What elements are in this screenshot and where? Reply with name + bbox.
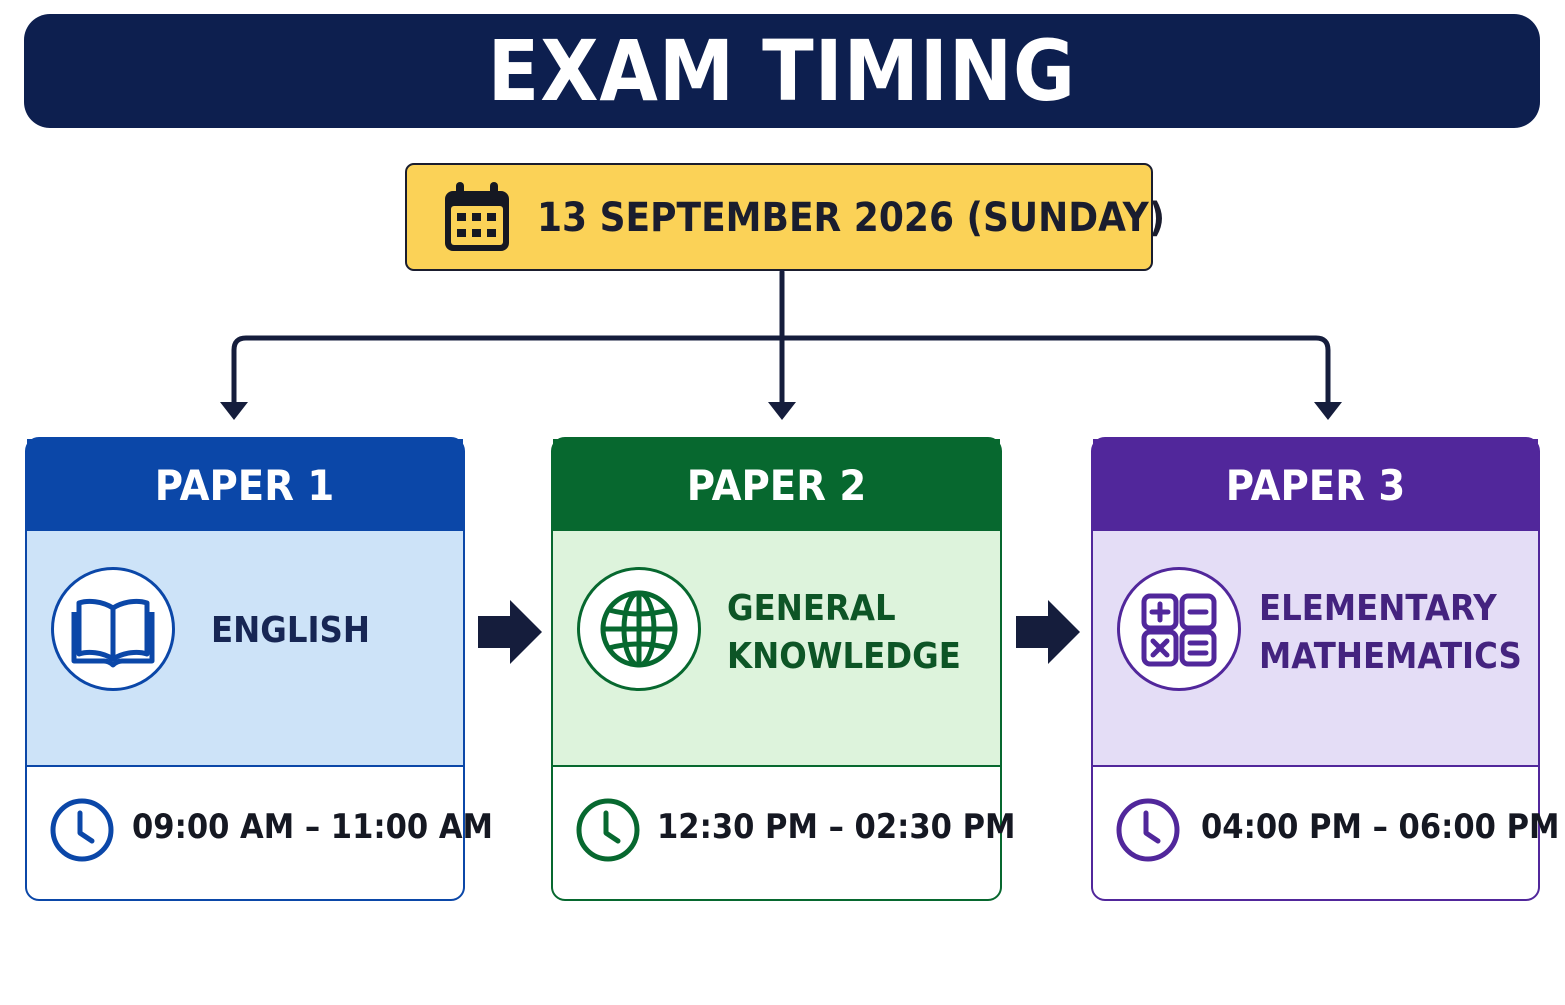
page-title: EXAM TIMING <box>487 22 1077 120</box>
exam-date-text: 13 SEPTEMBER 2026 (SUNDAY) <box>537 195 1166 241</box>
clock-icon <box>1116 798 1180 862</box>
paper-2-card: PAPER 2 GENERAL KNOWLEDGE 12:30 PM – 02:… <box>551 437 1015 901</box>
flow-arrow-right-2 <box>1016 600 1080 664</box>
clock-icon <box>576 798 640 862</box>
paper-2-header: PAPER 2 <box>553 439 1000 531</box>
paper-2-title: PAPER 2 <box>686 460 867 510</box>
paper-2-time-row: 12:30 PM – 02:30 PM <box>553 763 1015 899</box>
paper-3-subject-line-1: ELEMENTARY <box>1259 588 1497 629</box>
paper-1-header: PAPER 1 <box>27 439 463 531</box>
paper-3-header: PAPER 3 <box>1093 439 1538 531</box>
calculator-icon <box>1117 567 1241 691</box>
arrow-down-center <box>768 402 796 420</box>
arrow-down-right <box>1314 402 1342 420</box>
paper-1-card: PAPER 1 ENGLISH 09:00 AM – 11:00 AM <box>25 437 493 901</box>
calendar-icon <box>445 182 509 251</box>
paper-1-subject-panel: ENGLISH <box>27 531 463 767</box>
paper-3-subject-line-2: MATHEMATICS <box>1259 636 1522 677</box>
paper-3-time-row: 04:00 PM – 06:00 PM <box>1093 763 1559 899</box>
exam-date-box: 13 SEPTEMBER 2026 (SUNDAY) <box>405 163 1165 271</box>
paper-2-subject-line-2: KNOWLEDGE <box>727 636 961 677</box>
globe-icon <box>577 567 701 691</box>
branch-line <box>231 335 1331 407</box>
paper-2-subject-line-1: GENERAL <box>727 588 896 629</box>
paper-3-time: 04:00 PM – 06:00 PM <box>1201 807 1560 847</box>
arrow-down-left <box>220 402 248 420</box>
paper-3-card: PAPER 3 ELEMENTARY MATHEMATICS <box>1091 437 1559 901</box>
paper-1-subject-line-1: ENGLISH <box>211 610 371 651</box>
clock-icon <box>50 798 114 862</box>
paper-2-subject-panel: GENERAL KNOWLEDGE <box>553 531 1000 767</box>
paper-1-time-row: 09:00 AM – 11:00 AM <box>27 763 493 899</box>
title-banner: EXAM TIMING <box>24 14 1540 128</box>
paper-3-subject-panel: ELEMENTARY MATHEMATICS <box>1093 531 1538 767</box>
flow-arrow-right-1 <box>478 600 542 664</box>
paper-2-time: 12:30 PM – 02:30 PM <box>657 807 1016 847</box>
paper-1-title: PAPER 1 <box>155 460 335 510</box>
open-book-icon <box>51 567 175 691</box>
paper-3-title: PAPER 3 <box>1225 460 1406 510</box>
paper-1-time: 09:00 AM – 11:00 AM <box>132 807 493 847</box>
